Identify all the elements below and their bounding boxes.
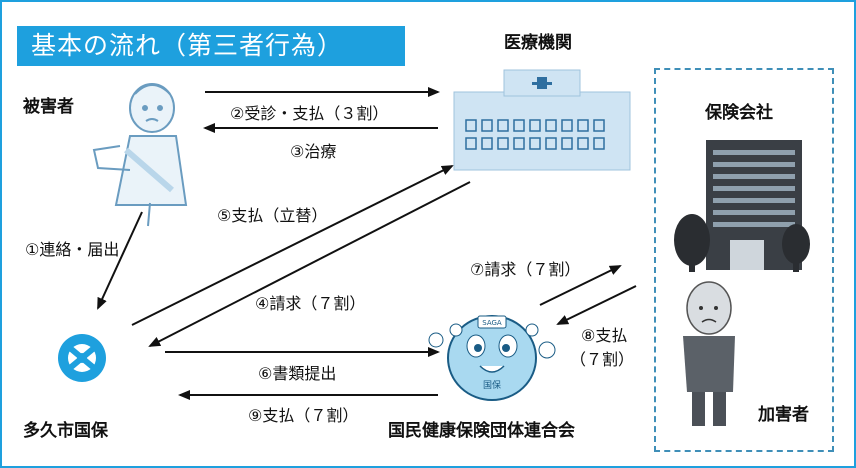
hospital-label: 医療機関 (504, 33, 572, 53)
arrow-7-federation-to-insurer (539, 265, 622, 306)
hospital-illustration (453, 69, 631, 171)
step-1-label: ①連絡・届出 (25, 240, 120, 259)
city-emblem-icon (58, 334, 106, 382)
federation-label: 国民健康保険団体連合会 (388, 421, 575, 441)
step-7-label: ⑦請求（７割） (470, 260, 581, 279)
step-6-label: ⑥書類提出 (258, 364, 337, 383)
arrow-4-hospital-to-city (148, 181, 471, 347)
step-5-label: ⑤支払（立替） (217, 206, 328, 225)
step-8-label-line1: ⑧支払 (581, 326, 628, 345)
mascot-belly-text: 国保 (483, 379, 501, 391)
step-4-label: ④請求（７割） (255, 294, 366, 313)
perpetrator-label: 加害者 (758, 405, 809, 425)
diagram-title: 基本の流れ（第三者行為） (17, 26, 405, 66)
federation-mascot-illustration: SAGA 国保 (428, 315, 556, 401)
step-9-label: ⑨支払（７割） (248, 406, 359, 425)
step-8-label-line2: （７割） (570, 350, 635, 369)
arrow-1-victim-to-city (97, 211, 143, 310)
victim-label: 被害者 (23, 97, 74, 117)
arrow-8-insurer-to-federation (556, 285, 637, 325)
victim-illustration (92, 83, 188, 227)
perpetrator-illustration (683, 281, 735, 426)
mascot-badge-text: SAGA (482, 319, 502, 327)
step-2-label: ②受診・支払（３割） (230, 104, 389, 123)
insurer-building-illustration (674, 140, 810, 272)
arrow-5-city-to-hospital (131, 165, 454, 326)
insurer-group-box (654, 68, 834, 452)
city-label: 多久市国保 (23, 421, 108, 441)
insurer-label: 保険会社 (705, 103, 773, 123)
step-3-label: ③治療 (290, 142, 337, 161)
